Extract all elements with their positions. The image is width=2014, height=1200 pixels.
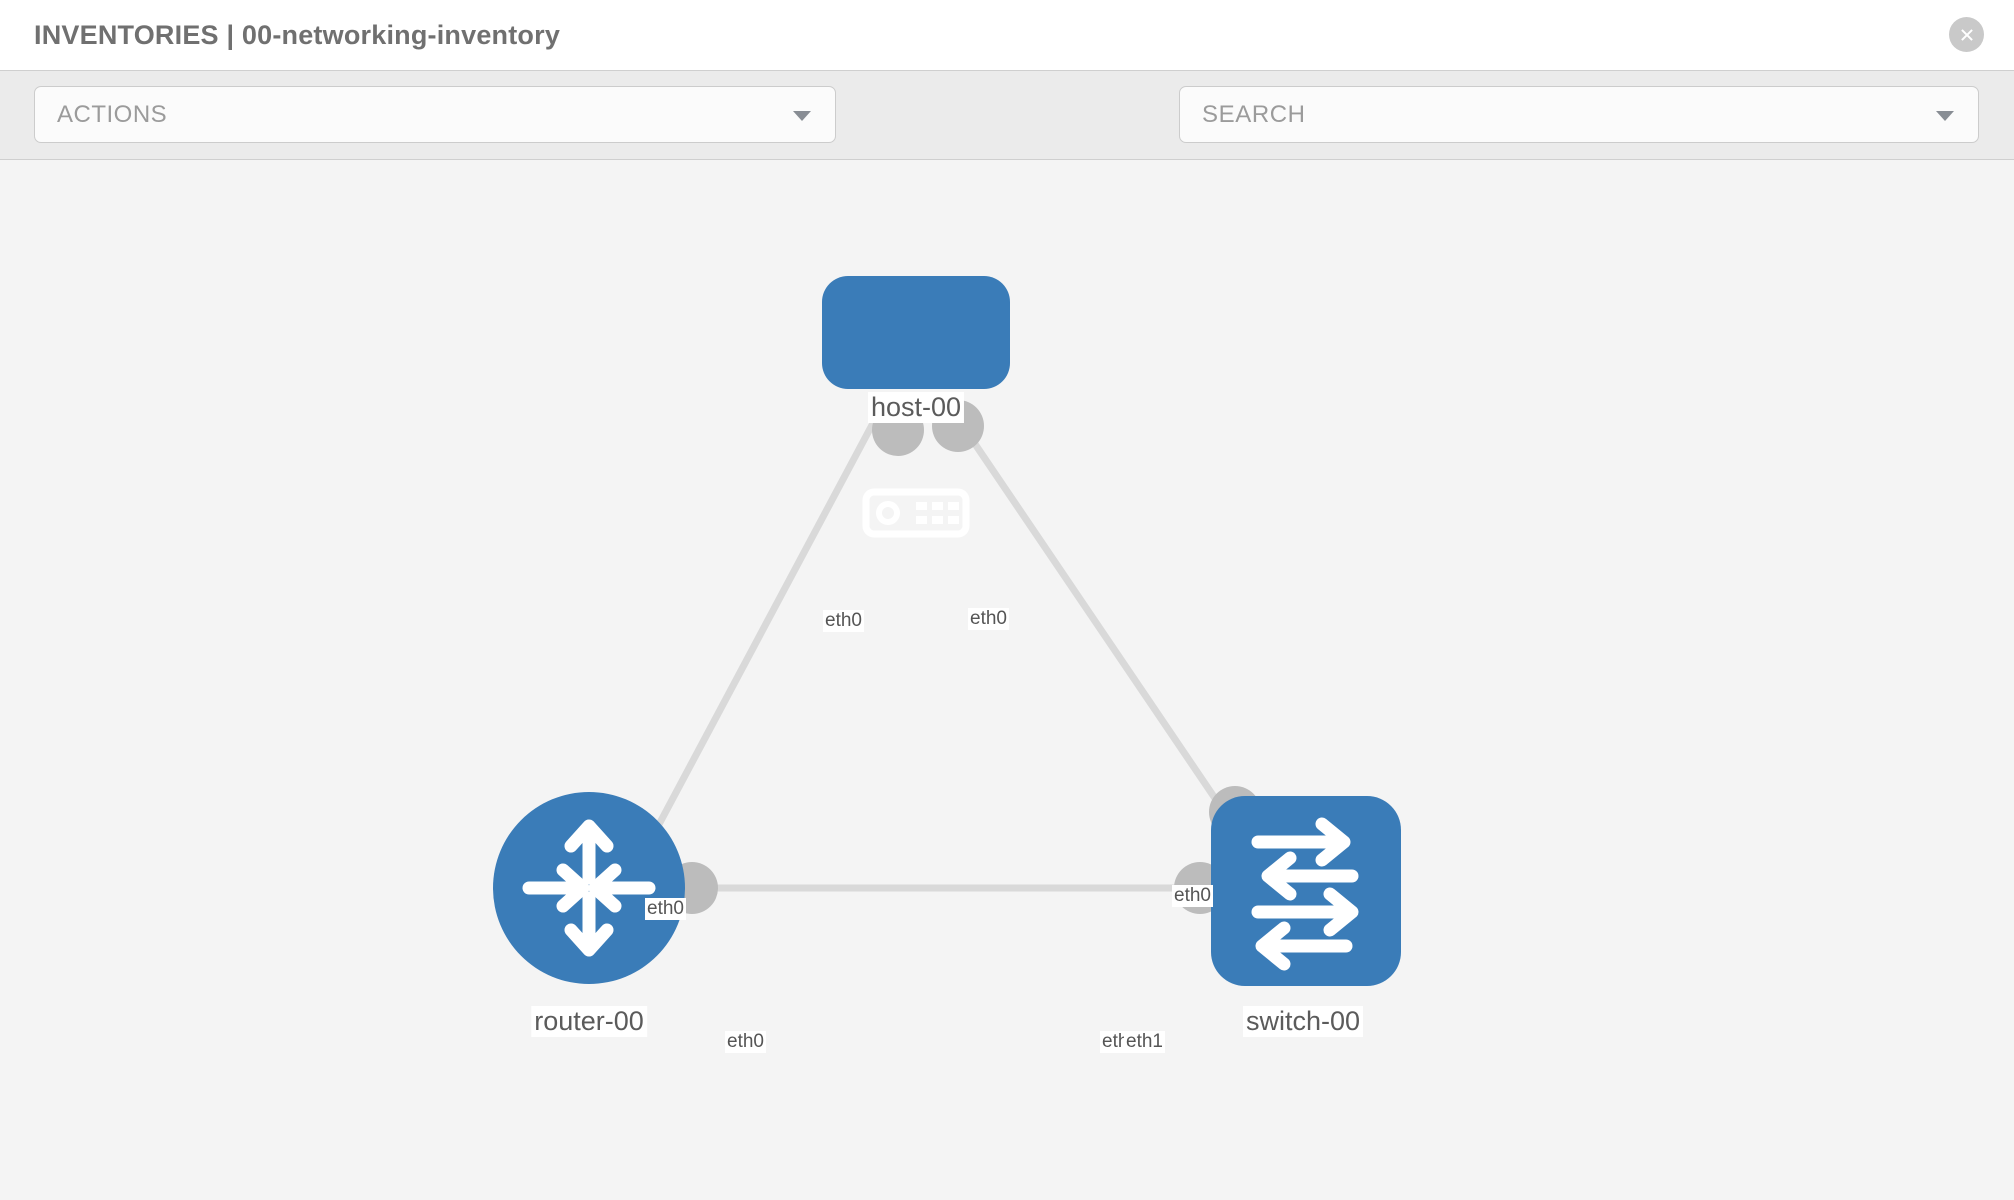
server-icon [862,488,970,538]
search-placeholder: SEARCH [1202,100,1306,128]
port-layer [666,400,1261,914]
chevron-down-icon [793,110,811,121]
iface-label: eth0 [823,610,864,632]
iface-label: eth0 [645,898,686,920]
page-header: INVENTORIES | 00-networking-inventory [0,0,2014,70]
iface-label: eth0 [725,1031,766,1053]
router-arrows-icon [522,819,656,957]
chevron-down-icon[interactable] [1936,110,1954,121]
iface-label: eth1 [1124,1031,1165,1053]
switch-arrows-icon [1251,817,1359,971]
toolbar: ACTIONS SEARCH [0,70,2014,204]
iface-label: eth0 [968,608,1009,630]
actions-dropdown[interactable]: ACTIONS [34,86,836,143]
topology-canvas[interactable]: host-00 router-00 switch-00 eth0 eth0 et… [0,160,2014,1200]
edge-layer [636,408,1253,892]
iface-label: eth0 [1172,885,1213,907]
search-input[interactable]: SEARCH [1179,86,1979,143]
node-switch-00[interactable] [1211,796,1401,986]
node-label-router-00: router-00 [531,1006,647,1037]
actions-dropdown-label: ACTIONS [57,100,168,128]
node-host-00[interactable] [822,276,1010,538]
topology-graph [493,276,1401,986]
close-icon[interactable] [1949,17,1984,52]
node-router-00[interactable] [493,792,685,984]
edge-host00-switch00 [949,408,1253,852]
node-label-switch-00: switch-00 [1242,1006,1364,1037]
page-title: INVENTORIES | 00-networking-inventory [34,19,561,50]
node-label-host-00: host-00 [867,392,965,423]
edge-host00-router00 [636,408,884,862]
